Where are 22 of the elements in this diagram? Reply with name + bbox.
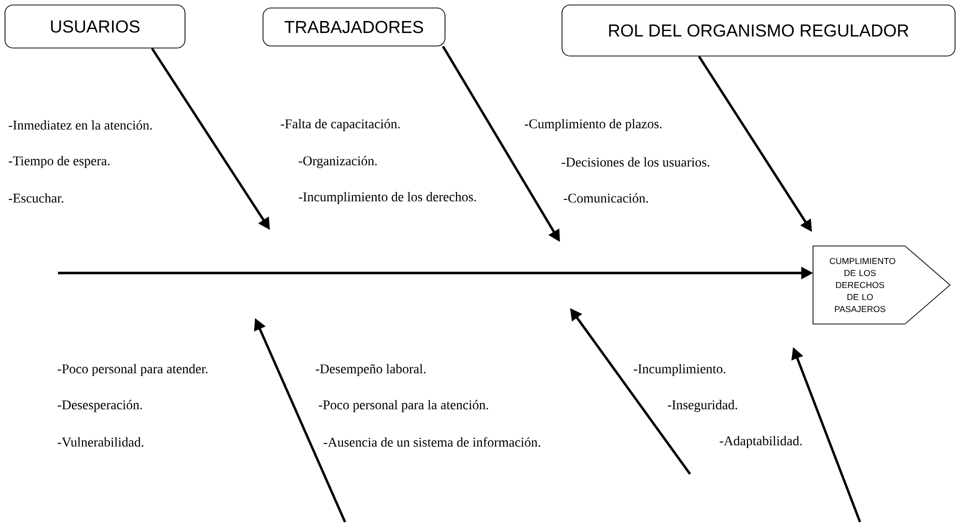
cause-text: -Poco personal para la atención. <box>318 400 488 412</box>
cause-text: -Decisiones de los usuarios. <box>562 157 710 167</box>
cause-text: -Vulnerabilidad. <box>58 437 144 447</box>
cause-text: -Cumplimiento de plazos. <box>524 118 662 132</box>
cause-text: -Inmediatez en la atención. <box>8 120 152 130</box>
cause-text: -Falta de capacitación. <box>280 118 400 132</box>
cause-text: -Incumplimiento. <box>634 364 726 376</box>
category-box: ROL DEL ORGANISMO REGULADOR <box>562 4 956 56</box>
cause-text: -Escuchar. <box>8 193 64 203</box>
cause-text: -Incumplimiento de los derechos. <box>298 192 476 204</box>
cause-text: -Desesperación. <box>58 400 142 412</box>
cause-text: -Desempeño laboral. <box>316 364 426 376</box>
cause-text: -Inseguridad. <box>668 400 738 412</box>
cause-text: -Organización. <box>298 156 377 168</box>
cause-text: -Ausencia de un sistema de información. <box>324 437 540 447</box>
cause-text: -Poco personal para atender. <box>58 364 208 376</box>
cause-text: -Tiempo de espera. <box>8 156 110 168</box>
cause-text: -Adaptabilidad. <box>720 436 802 448</box>
effect-pentagon: CUMPLIMIENTO DE LOS DERECHOS DE LO PASAJEROS <box>812 246 951 324</box>
category-box: TRABAJADORES <box>262 8 446 46</box>
cause-text: -Comunicación. <box>564 193 648 203</box>
category-box: USUARIOS <box>4 4 186 48</box>
